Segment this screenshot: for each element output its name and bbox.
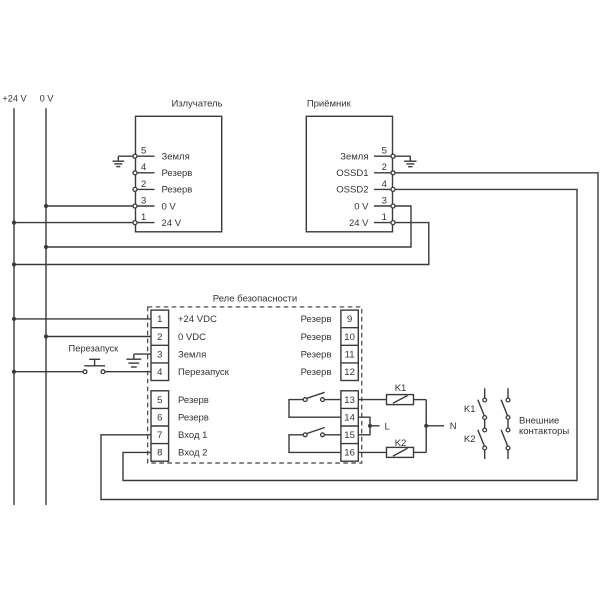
svg-text:12: 12: [344, 367, 355, 378]
svg-text:3: 3: [141, 195, 146, 206]
svg-text:Резерв: Резерв: [301, 332, 332, 343]
svg-text:K2: K2: [395, 438, 407, 449]
svg-text:0 V: 0 V: [162, 201, 177, 212]
svg-text:OSSD1: OSSD1: [336, 168, 368, 179]
svg-text:Резерв: Резерв: [301, 367, 332, 378]
svg-text:11: 11: [345, 349, 355, 360]
svg-text:OSSD2: OSSD2: [336, 185, 368, 196]
svg-text:2: 2: [382, 162, 387, 173]
svg-text:L: L: [385, 421, 390, 432]
svg-text:Резерв: Резерв: [178, 395, 209, 406]
svg-text:Перезапуск: Перезапуск: [69, 343, 120, 353]
svg-text:6: 6: [157, 413, 162, 424]
svg-text:Вход 2: Вход 2: [178, 448, 207, 459]
svg-text:K2: K2: [464, 434, 476, 445]
svg-text:K1: K1: [464, 404, 476, 415]
svg-text:8: 8: [157, 448, 162, 459]
svg-text:7: 7: [157, 430, 162, 441]
svg-text:Приёмник: Приёмник: [307, 99, 352, 110]
svg-text:24 V: 24 V: [162, 218, 182, 229]
svg-text:0 V: 0 V: [40, 94, 55, 104]
svg-text:Излучатель: Излучатель: [171, 99, 222, 110]
svg-text:Земля: Земля: [340, 152, 368, 163]
svg-text:16: 16: [344, 448, 355, 459]
svg-text:4: 4: [141, 162, 146, 173]
svg-text:Вход 1: Вход 1: [178, 430, 207, 441]
svg-text:1: 1: [157, 314, 162, 325]
svg-text:3: 3: [157, 349, 162, 360]
svg-text:1: 1: [141, 212, 146, 223]
svg-text:0 VDC: 0 VDC: [178, 332, 206, 343]
svg-text:2: 2: [157, 332, 162, 343]
svg-text:Реле безопасности: Реле безопасности: [213, 294, 297, 305]
svg-text:5: 5: [157, 395, 162, 406]
svg-text:15: 15: [344, 430, 355, 441]
svg-text:Резерв: Резерв: [178, 413, 209, 424]
svg-text:1: 1: [382, 212, 387, 223]
svg-text:N: N: [450, 421, 457, 432]
svg-text:Внешние: Внешние: [519, 415, 559, 426]
svg-text:5: 5: [141, 146, 146, 157]
svg-text:4: 4: [382, 179, 387, 190]
svg-text:Резерв: Резерв: [301, 349, 332, 360]
svg-text:Резерв: Резерв: [301, 314, 332, 325]
svg-text:контакторы: контакторы: [519, 426, 569, 437]
svg-text:0 V: 0 V: [354, 201, 369, 212]
svg-text:14: 14: [344, 413, 355, 424]
svg-text:13: 13: [344, 395, 355, 406]
svg-text:K1: K1: [395, 383, 407, 394]
svg-text:3: 3: [382, 195, 387, 206]
svg-text:+24 V: +24 V: [2, 94, 27, 104]
svg-text:24 V: 24 V: [349, 218, 369, 229]
svg-text:Земля: Земля: [162, 152, 190, 163]
svg-text:4: 4: [157, 367, 162, 378]
svg-text:+24 VDC: +24 VDC: [178, 314, 217, 325]
svg-text:Резерв: Резерв: [162, 168, 193, 179]
svg-text:10: 10: [344, 332, 355, 343]
svg-text:Резерв: Резерв: [162, 185, 193, 196]
svg-text:9: 9: [347, 314, 352, 325]
svg-text:2: 2: [141, 179, 146, 190]
svg-text:Перезапуск: Перезапуск: [178, 367, 230, 378]
svg-text:Земля: Земля: [178, 349, 206, 360]
svg-text:5: 5: [382, 146, 387, 157]
